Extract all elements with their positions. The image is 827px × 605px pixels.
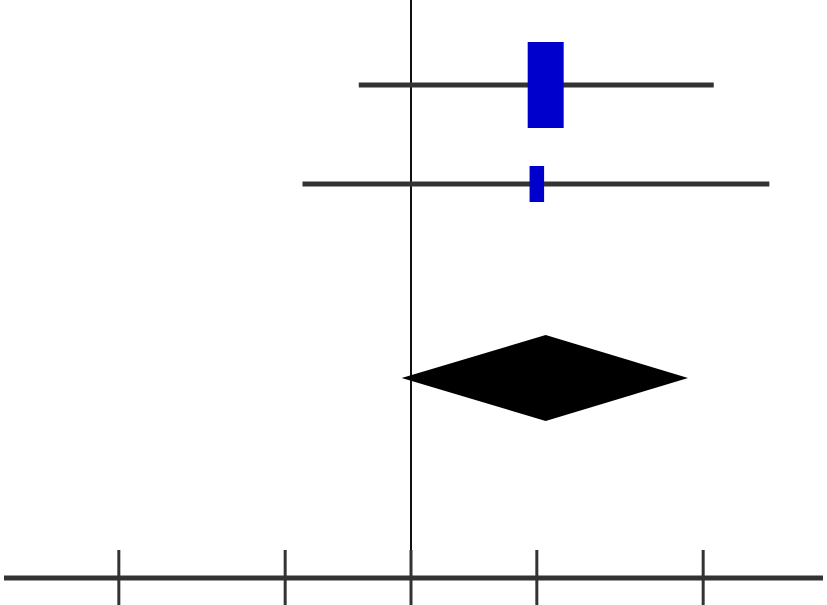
pooled-diamond [401,335,689,421]
plot-layer [4,0,823,605]
study-1-marker [527,42,564,128]
study-2-marker [529,166,545,202]
